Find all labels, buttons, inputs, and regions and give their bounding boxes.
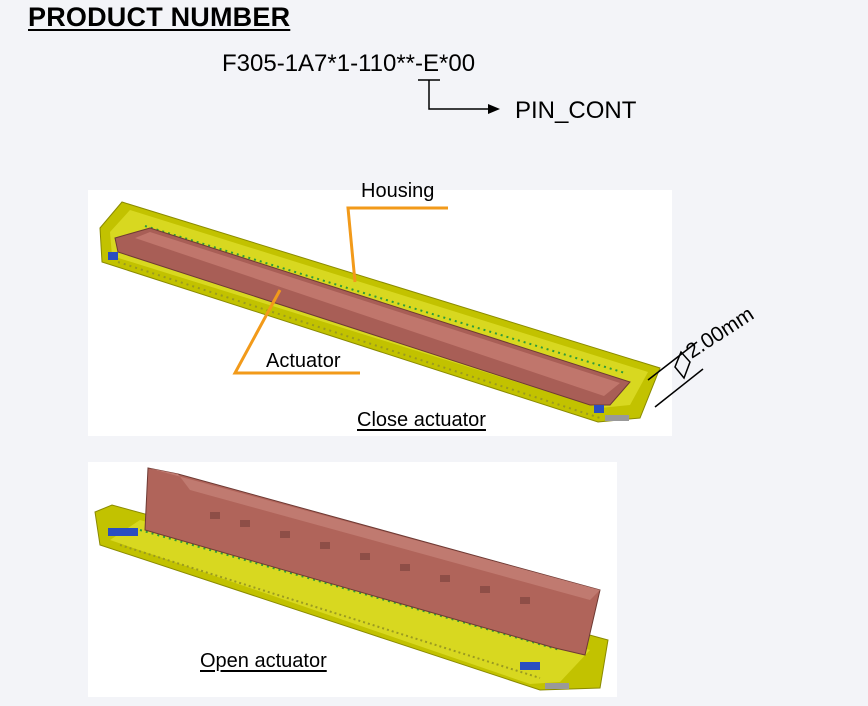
actuator-label: Actuator [266, 350, 341, 372]
product-number: F305-1A7*1-110**-E*00 [222, 50, 476, 77]
housing-label: Housing [361, 180, 435, 202]
open-actuator-caption: Open actuator [200, 650, 327, 672]
page-title: PRODUCT NUMBER [28, 2, 291, 32]
pin-count-label: PIN_CONT [515, 97, 637, 124]
close-actuator-caption: Close actuator [357, 409, 486, 431]
